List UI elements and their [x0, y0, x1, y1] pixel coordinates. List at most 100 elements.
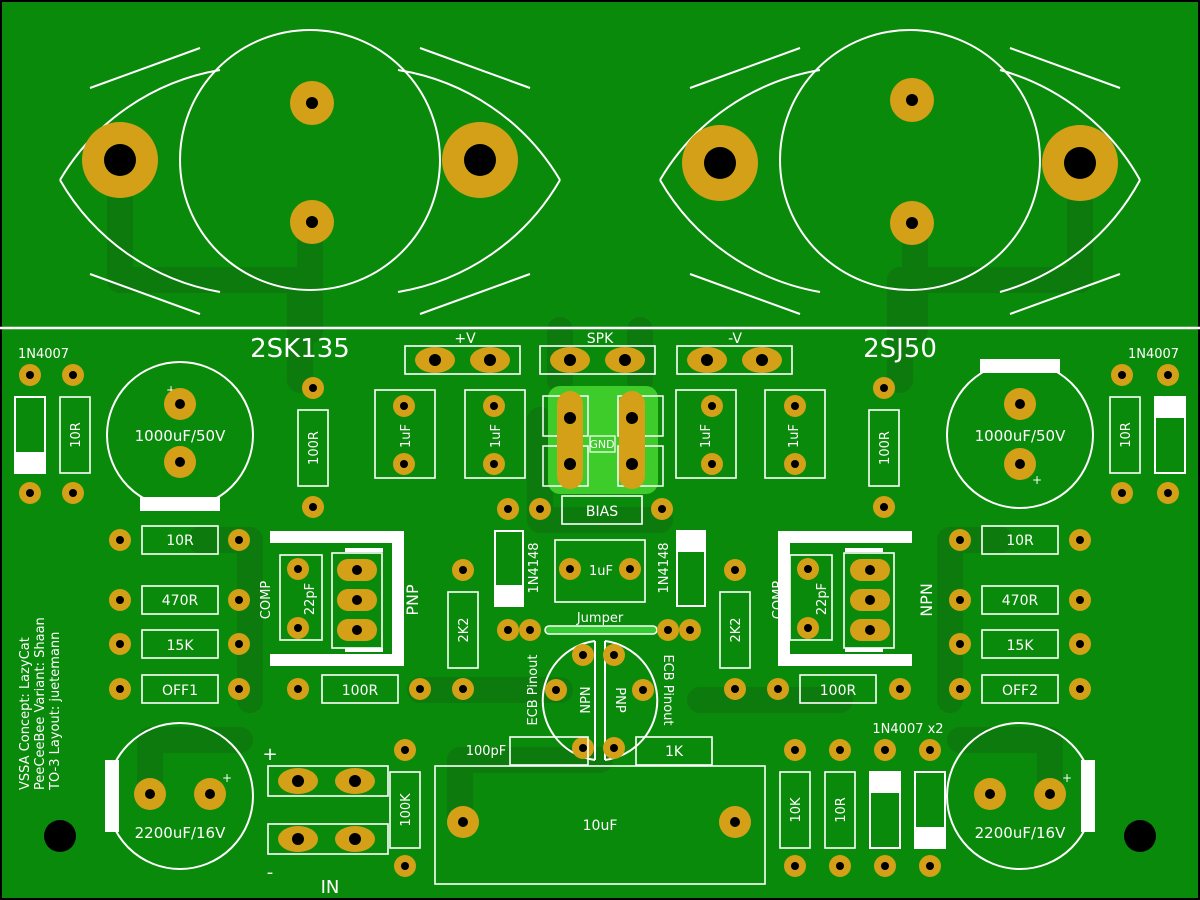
mounting-hole	[44, 820, 76, 852]
svg-text:2K2: 2K2	[729, 617, 744, 642]
diode-1n4007-br-a	[869, 739, 901, 877]
diode-label-tr: 1N4007	[1128, 347, 1179, 362]
cap-1uf-b: 1uF	[464, 389, 526, 479]
resistor-100r-bottom-left: 100R	[287, 674, 431, 704]
svg-text:OFF2: OFF2	[1002, 683, 1038, 699]
svg-text:1K: 1K	[665, 744, 684, 760]
svg-text:2200uF/16V: 2200uF/16V	[135, 824, 226, 842]
svg-text:100R: 100R	[820, 683, 857, 699]
resistor-10r-tl: 10R	[59, 396, 91, 474]
svg-text:+: +	[166, 383, 176, 397]
svg-text:Jumper: Jumper	[576, 611, 624, 626]
diode-1n4148-left: 1N4148	[494, 530, 542, 607]
transistor-label-right: 2SJ50	[863, 334, 937, 364]
svg-text:100pF: 100pF	[466, 744, 507, 759]
svg-text:+: +	[1062, 771, 1072, 785]
resistor-100r-bottom-right: 100R	[767, 674, 911, 704]
credits: VSSA Concept: LazyCat PeeCeeBee Variant:…	[18, 617, 63, 791]
diode-1n4148-right: 1N4148	[657, 530, 706, 607]
svg-text:PNP: PNP	[403, 584, 422, 616]
svg-text:100R: 100R	[878, 431, 893, 465]
svg-text:100R: 100R	[342, 683, 379, 699]
resistor-1k: 1K	[635, 736, 713, 766]
svg-text:NPN: NPN	[917, 583, 936, 617]
svg-text:OFF1: OFF1	[162, 683, 198, 699]
cap-100pf: 100pF	[466, 736, 589, 766]
svg-text:GND: GND	[589, 438, 614, 451]
resistor-470r-left: 470R	[109, 585, 250, 615]
svg-text:COMP: COMP	[259, 581, 274, 620]
npn-transistor-right: COMP 22pF NPN	[771, 531, 936, 666]
resistor-off1: OFF1	[109, 674, 250, 704]
svg-text:10R: 10R	[834, 797, 849, 823]
svg-text:VSSA Concept: LazyCat: VSSA Concept: LazyCat	[18, 637, 33, 790]
resistor-15k-right: 15K	[949, 629, 1091, 659]
connector-pos-rail: +V	[404, 331, 521, 375]
cap-1000uf-left: + 1000uF/50V	[106, 361, 254, 511]
svg-text:-: -	[267, 862, 274, 883]
svg-text:-V: -V	[728, 331, 742, 347]
resistor-10r-left: 10R	[109, 525, 250, 555]
svg-text:470R: 470R	[1002, 593, 1039, 609]
svg-text:2K2: 2K2	[457, 617, 472, 642]
svg-text:10R: 10R	[1006, 533, 1034, 549]
resistor-100r-right: 100R	[868, 377, 900, 518]
to3-footprint-right	[659, 29, 1141, 315]
svg-text:100R: 100R	[307, 431, 322, 465]
svg-text:BIAS: BIAS	[586, 504, 618, 520]
svg-text:+: +	[1032, 473, 1042, 487]
gnd-block: GND	[542, 386, 664, 494]
svg-text:IN: IN	[321, 877, 340, 898]
svg-text:1uF: 1uF	[787, 424, 802, 448]
diode-1n4007-tl	[14, 396, 46, 474]
resistor-10k: 10K	[779, 739, 811, 877]
resistor-100k: 100K	[389, 771, 421, 877]
svg-text:22pF: 22pF	[815, 583, 830, 615]
svg-text:1N4148: 1N4148	[657, 542, 672, 593]
resistor-off2: OFF2	[949, 674, 1091, 704]
svg-text:1uF: 1uF	[399, 424, 414, 448]
svg-text:2200uF/16V: 2200uF/16V	[975, 824, 1066, 842]
svg-text:TO-3 Layout: juetemann: TO-3 Layout: juetemann	[48, 632, 63, 791]
svg-text:PeeCeeBee Variant: Shaan: PeeCeeBee Variant: Shaan	[33, 617, 48, 790]
svg-text:1uF: 1uF	[699, 424, 714, 448]
svg-text:ECB Pinout: ECB Pinout	[660, 654, 675, 725]
input-connector: + - IN	[262, 739, 416, 898]
resistor-15k-left: 15K	[109, 629, 250, 659]
svg-text:470R: 470R	[162, 593, 199, 609]
resistor-10r-tr: 10R	[1109, 396, 1141, 474]
svg-text:10R: 10R	[1119, 422, 1134, 448]
cap-1uf-c: 1uF	[675, 389, 737, 479]
svg-text:PNP: PNP	[612, 687, 627, 713]
svg-text:15K: 15K	[1007, 638, 1035, 654]
resistor-10r-right: 10R	[949, 525, 1091, 555]
svg-text:10uF: 10uF	[583, 818, 618, 834]
svg-text:+: +	[262, 744, 277, 765]
svg-text:+: +	[222, 771, 232, 785]
mounting-hole	[1124, 820, 1156, 852]
svg-text:1uF: 1uF	[489, 424, 504, 448]
svg-text:1000uF/50V: 1000uF/50V	[135, 427, 226, 445]
svg-text:100K: 100K	[399, 793, 414, 827]
diode-1n4007-tr	[1154, 396, 1186, 474]
resistor-470r-right: 470R	[949, 585, 1091, 615]
cap-2200uf-right: + 2200uF/16V	[946, 722, 1095, 870]
to3-footprint-left	[59, 29, 561, 315]
svg-text:10K: 10K	[789, 797, 804, 823]
jumper: Jumper	[497, 611, 701, 641]
svg-text:1uF: 1uF	[589, 564, 613, 579]
connector-speaker: SPK	[539, 331, 656, 375]
cap-1uf-a: 1uF	[374, 389, 436, 479]
diode-label-br: 1N4007 x2	[872, 722, 943, 737]
svg-text:22pF: 22pF	[303, 583, 318, 615]
diode-1n4007-br-b	[914, 739, 946, 877]
svg-text:1N4148: 1N4148	[527, 542, 542, 593]
cap-10uf: 10uF	[434, 765, 766, 885]
svg-text:1000uF/50V: 1000uF/50V	[975, 427, 1066, 445]
svg-text:10R: 10R	[69, 422, 84, 448]
bias-pot: BIAS	[497, 495, 673, 525]
pnp-transistor-left: COMP 22pF PNP	[259, 531, 422, 666]
svg-text:+V: +V	[454, 331, 476, 347]
